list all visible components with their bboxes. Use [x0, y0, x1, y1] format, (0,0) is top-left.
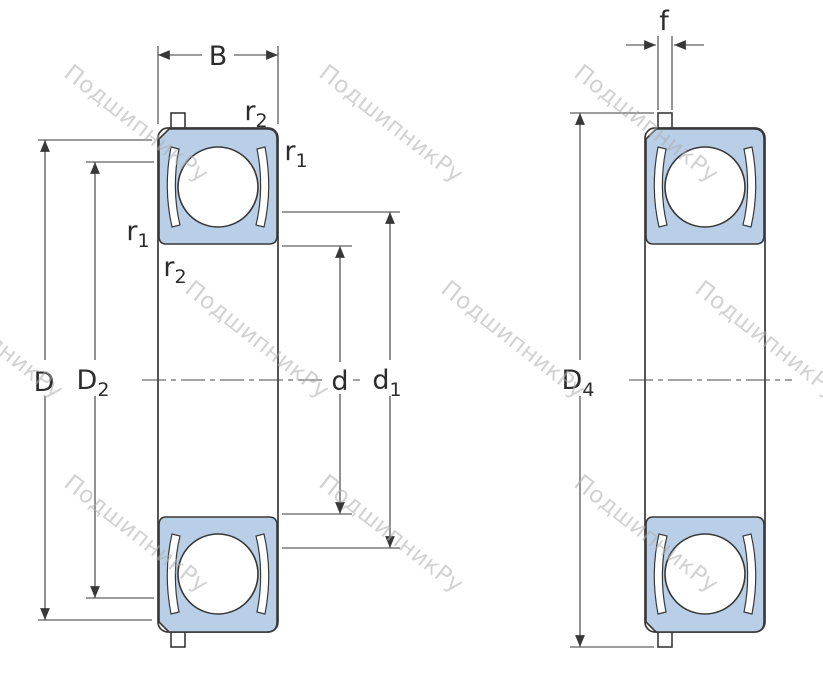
dimension-B: B [157, 41, 279, 124]
label-D4: D4 [562, 365, 595, 401]
dimension-D: D [28, 139, 152, 621]
dimension-D4: D4 [556, 112, 654, 648]
label-D2: D2 [77, 365, 110, 401]
dimension-D2: D2 [72, 161, 154, 599]
label-d: d [331, 366, 348, 397]
label-r1-top: r1 [284, 136, 307, 172]
label-d1: d1 [372, 365, 401, 401]
label-f: f [659, 6, 670, 37]
dimension-d1: d1 [282, 211, 411, 549]
label-r2-side: r2 [163, 252, 186, 288]
label-D: D [34, 367, 55, 398]
label-r1-side: r1 [126, 216, 149, 252]
label-r2-top: r2 [244, 96, 267, 132]
dimension-f: f [626, 6, 704, 110]
label-B: B [209, 41, 228, 72]
dimension-d: d [282, 245, 353, 515]
